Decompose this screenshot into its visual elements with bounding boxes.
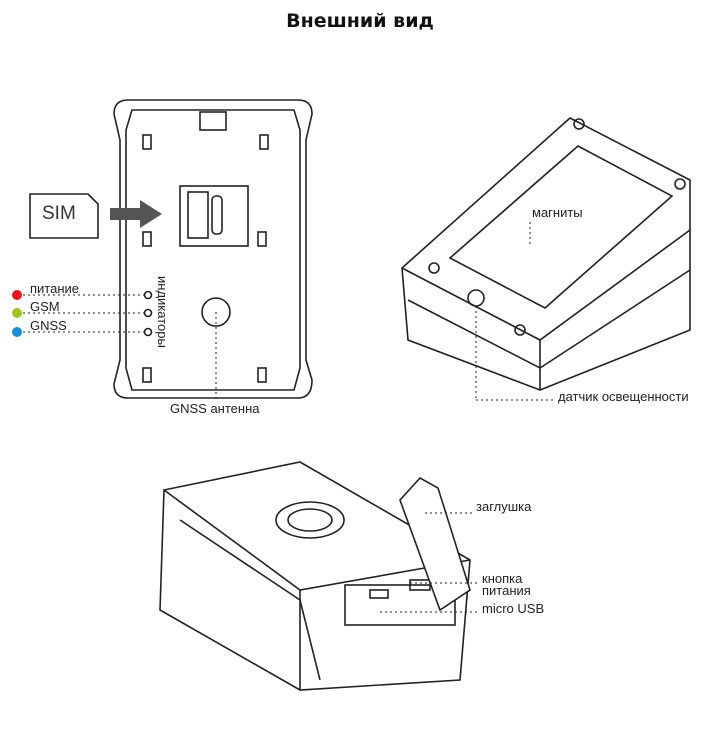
plug-label: заглушка bbox=[476, 499, 532, 514]
device-top-view bbox=[12, 99, 313, 400]
indicators-label: индикаторы bbox=[155, 276, 170, 348]
magnets-label: магниты bbox=[532, 205, 583, 220]
led-gnss-label: GNSS bbox=[30, 318, 67, 333]
device-iso-view bbox=[401, 117, 691, 401]
power-button-label-1: кнопка bbox=[482, 571, 523, 586]
device-side-view bbox=[159, 461, 480, 691]
gnss-antenna-label: GNSS антенна bbox=[170, 401, 260, 416]
light-sensor-label: датчик освещенности bbox=[558, 389, 689, 404]
led-power-label: питание bbox=[30, 281, 80, 296]
power-button-label-2: питания bbox=[482, 583, 531, 598]
micro-usb-label: micro USB bbox=[482, 601, 545, 616]
page-title: Внешний вид bbox=[286, 10, 434, 32]
sim-card-label: SIM bbox=[42, 203, 76, 224]
led-gsm-label: GSM bbox=[30, 299, 60, 314]
